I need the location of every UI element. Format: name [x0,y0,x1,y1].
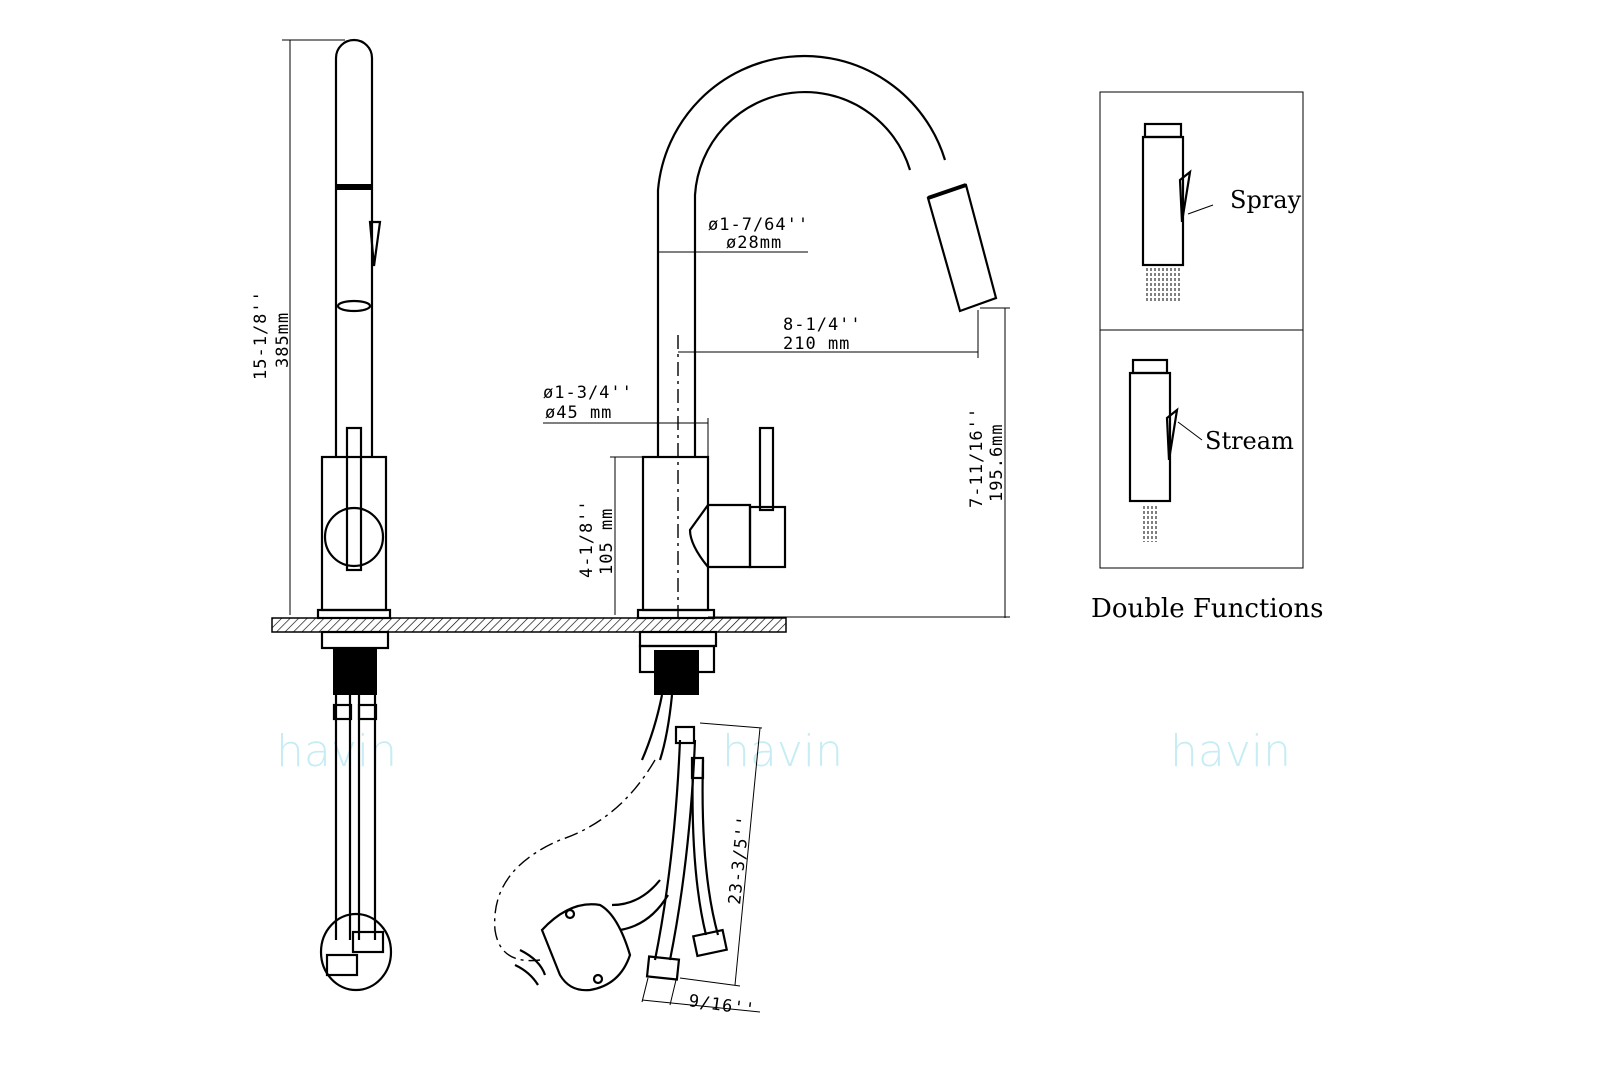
spout-diameter-inches: ø1-7/64'' [708,215,809,235]
fitting-size-label: 9/16'' [687,991,757,1020]
height-inches-label: 15-1/8'' [251,290,271,380]
spout-diameter-mm: ø28mm [726,233,782,253]
spout-height-mm: 195.6mm [987,423,1007,502]
functions-title: Double Functions [1091,594,1323,624]
spout-diameter-dimension: ø1-7/64'' ø28mm [658,215,809,253]
body-height-inches: 4-1/8'' [577,499,597,578]
countertop [271,617,787,633]
spout-height-inches: 7-11/16'' [967,407,987,508]
spray-head-stream-icon [1128,358,1203,542]
body-height-dimension: 4-1/8'' 105 mm [577,456,643,615]
front-view-faucet [493,54,998,992]
reach-dimension: 8-1/4'' 210 mm [678,310,979,358]
reach-mm: 210 mm [783,334,850,354]
height-dimension: 15-1/8'' 385mm [251,39,345,615]
side-view-faucet [316,38,393,992]
hose-length-label: 23-3/5'' [725,814,754,905]
fitting-size-dimension: 9/16'' [641,977,761,1020]
watermark: havin [722,726,843,777]
base-diameter-inches: ø1-3/4'' [543,383,633,403]
spray-label: Spray [1230,186,1302,214]
stream-label: Stream [1205,427,1294,455]
height-mm-label: 385mm [273,312,293,368]
watermark: havin [1170,726,1291,777]
reach-inches: 8-1/4'' [783,315,862,335]
spout-height-dimension: 7-11/16'' 195.6mm [708,307,1010,618]
spray-head-spray-icon [1141,122,1214,303]
base-diameter-mm: ø45 mm [545,403,612,423]
body-height-mm: 105 mm [597,508,617,575]
functions-panel: Spray Stream [1099,91,1304,569]
base-diameter-dimension: ø1-3/4'' ø45 mm [543,383,709,457]
